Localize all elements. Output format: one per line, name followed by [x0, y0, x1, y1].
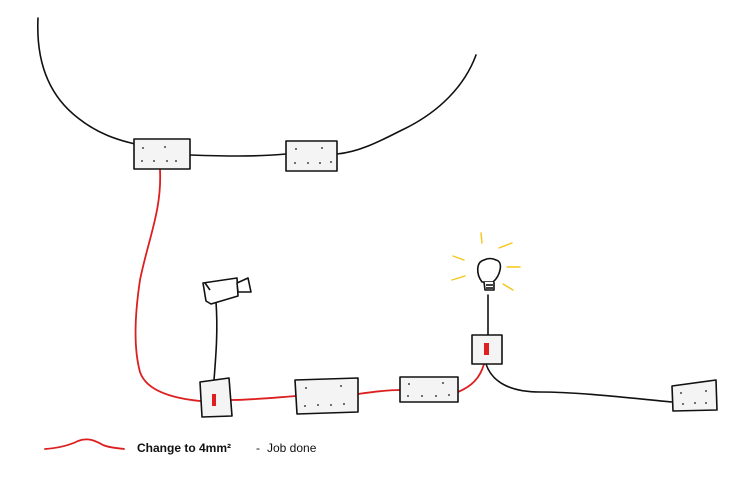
switch-rocker — [484, 343, 489, 355]
terminal-dot — [435, 395, 437, 397]
terminal-dot — [442, 382, 444, 384]
terminal-dot — [175, 160, 177, 162]
terminal-dot — [319, 162, 321, 164]
legend-note: Job done — [267, 441, 317, 455]
terminal-dot — [340, 385, 342, 387]
terminal-dot — [142, 147, 144, 149]
main-loop-wire-right — [336, 54, 477, 155]
terminal-dot — [304, 405, 306, 407]
terminal-dot — [682, 403, 684, 405]
legend-red-squiggle — [44, 438, 125, 450]
switch-rocker — [212, 394, 216, 406]
socket-1 — [294, 377, 359, 415]
lightbulb-icon — [476, 257, 502, 291]
upgraded-wire-riser — [134, 169, 201, 402]
legend-separator: - — [256, 441, 260, 455]
terminal-dot — [294, 162, 296, 164]
junction-box-2 — [285, 140, 338, 172]
terminal-dot — [166, 160, 168, 162]
upgraded-wire-switch-to-socket — [230, 395, 297, 401]
terminal-dot — [407, 395, 409, 397]
socket-3 — [671, 379, 718, 412]
camera-drop-wire — [213, 301, 218, 381]
light-ray — [502, 283, 514, 291]
terminal-dot — [321, 147, 323, 149]
terminal-dot — [343, 403, 345, 405]
legend-label: Change to 4mm² — [137, 441, 232, 455]
terminal-dot — [694, 402, 696, 404]
terminal-dot — [141, 160, 143, 162]
camera-icon — [202, 277, 252, 305]
upgraded-wire-to-switch — [457, 363, 485, 393]
light-ray — [480, 232, 483, 244]
terminal-dot — [330, 161, 332, 163]
terminal-dot — [164, 146, 166, 148]
terminal-dot — [153, 160, 155, 162]
light-ray — [451, 275, 466, 281]
upgraded-wire-socket-to-socket — [357, 389, 401, 395]
terminal-dot — [705, 402, 707, 404]
terminal-dot — [408, 383, 410, 385]
terminal-dot — [448, 394, 450, 396]
junction-box-1 — [133, 138, 191, 170]
light-ray — [452, 255, 465, 261]
terminal-dot — [307, 162, 309, 164]
terminal-dot — [330, 404, 332, 406]
terminal-dot — [295, 148, 297, 150]
light-ray — [498, 242, 513, 249]
switch-to-socket-wire — [485, 363, 673, 403]
main-loop-wire-middle — [189, 153, 287, 157]
terminal-dot — [705, 390, 707, 392]
terminal-dot — [680, 392, 682, 394]
terminal-dot — [317, 404, 319, 406]
main-loop-wire-left — [37, 17, 136, 145]
socket-2 — [399, 376, 459, 403]
terminal-dot — [421, 395, 423, 397]
terminal-dot — [305, 387, 307, 389]
